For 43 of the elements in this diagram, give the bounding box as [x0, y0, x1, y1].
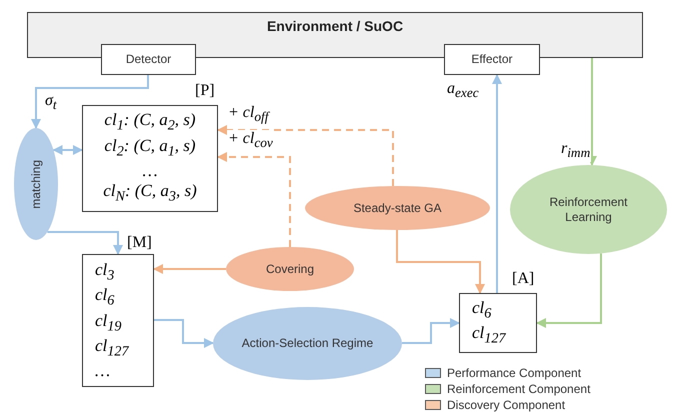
arrow: [492, 74, 502, 293]
node-label: matching: [28, 160, 44, 208]
legend-label: Performance Component: [447, 366, 582, 380]
formula-text: …: [142, 161, 158, 182]
node-label: Reinforcement Learning: [548, 194, 629, 224]
arrow: [396, 230, 485, 294]
edge-label: + cl$_{off}$: [227, 104, 270, 126]
formula-text: cl$_{6}$: [95, 285, 114, 310]
formula-text: cl$_{127}$: [95, 336, 129, 362]
arrow: [52, 145, 83, 155]
formula-text: cl$_{N}$: (C, a$_{3}$, s): [103, 181, 197, 207]
arrow: [402, 318, 460, 344]
arrow: [587, 58, 597, 166]
node-label: Effector: [471, 52, 513, 67]
node-label: Action-Selection Regime: [242, 336, 374, 351]
arrow: [47, 231, 123, 255]
formula-text: cl$_{6}$: [472, 298, 492, 323]
action-set-box: [459, 293, 537, 353]
set-label: [P]: [195, 82, 215, 100]
set-label: [M]: [127, 234, 152, 252]
formula-text: cl$_{19}$: [95, 310, 122, 336]
node-label: Detector: [126, 52, 172, 67]
formula-text: cl$_{1}$: (C, a$_{2}$, s): [104, 110, 196, 136]
arrow: [217, 152, 291, 247]
arrow: [536, 253, 602, 328]
population-box: [82, 105, 218, 212]
detector-box: [101, 44, 196, 75]
formula-text: cl$_{3}$: [95, 260, 114, 286]
legend-label: Discovery Component: [447, 398, 566, 412]
match-set-box: [82, 254, 154, 387]
formula-text: …: [95, 361, 110, 382]
arrow: [31, 75, 149, 129]
formula-text: cl$_{2}$: (C, a$_{1}$, s): [104, 136, 196, 162]
legend-label: Reinforcement Component: [447, 382, 590, 396]
arrow: [153, 264, 226, 274]
node-label: Covering: [266, 262, 314, 276]
effector-box: [444, 44, 540, 75]
set-label: [A]: [512, 270, 534, 288]
arrow: [217, 125, 394, 186]
arrow: [154, 319, 214, 348]
title-text: Environment / SuOC: [266, 19, 404, 34]
node-label: Steady-state GA: [353, 200, 442, 216]
formula-text: cl$_{127}$: [472, 323, 506, 348]
